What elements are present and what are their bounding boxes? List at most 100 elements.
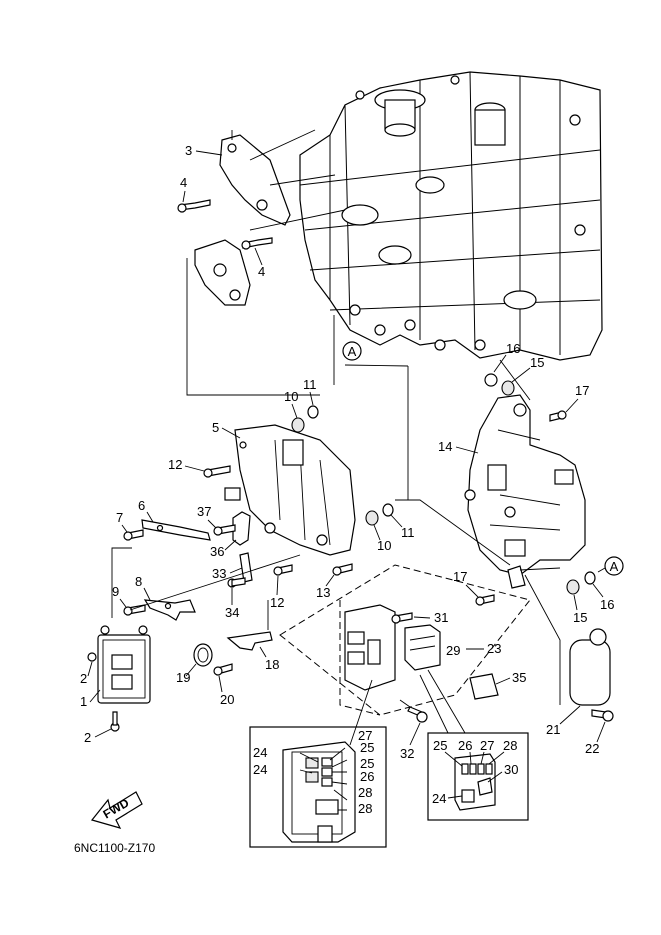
callout-13: 13: [316, 585, 330, 600]
callout-3: 3: [185, 143, 192, 158]
bolt-17-upper: [549, 410, 567, 422]
collar-16-upper: [484, 373, 498, 387]
callout-10: 10: [377, 538, 391, 553]
engine-block: [299, 71, 603, 361]
callout-15: 15: [573, 610, 587, 625]
callout-20: 20: [220, 692, 234, 707]
callout-22: 22: [585, 741, 599, 756]
dashed-group-23: [279, 564, 531, 716]
bolt-32: [407, 706, 428, 723]
callout-12: 12: [168, 457, 182, 472]
callout-32: 32: [400, 746, 414, 761]
callout-28: 28: [358, 801, 372, 816]
relay-19: [193, 643, 213, 667]
callout-2: 2: [80, 671, 87, 686]
bolt-7: [123, 529, 144, 541]
callout-28: 28: [358, 785, 372, 800]
callout-2: 2: [84, 730, 91, 745]
callout-25: 25: [360, 740, 374, 755]
grommet-15-lower: [566, 579, 580, 595]
callout-11: 11: [401, 525, 415, 540]
callout-31: 31: [434, 610, 448, 625]
grommet-10-upper: [291, 417, 305, 433]
bracket-3: [194, 130, 291, 306]
bolt-12-lower: [273, 564, 293, 576]
callout-4: 4: [258, 264, 265, 279]
bolt-34: [227, 577, 246, 588]
callout-11: 11: [303, 377, 317, 392]
fwd-arrow-icon: FWD: [90, 791, 143, 829]
callout-15: 15: [530, 355, 544, 370]
bolt-13: [332, 563, 353, 576]
callout-5: 5: [212, 420, 219, 435]
callout-33: 33: [212, 566, 226, 581]
callout-21: 21: [546, 722, 560, 737]
bracket-14: [464, 394, 586, 576]
callout-36: 36: [210, 544, 224, 559]
bolt-2-upper: [87, 652, 97, 662]
callout-labels: 1 2 2 3 4 4 5 6 7 8 9 10 10: [80, 143, 614, 816]
callout-25: 25: [360, 756, 374, 771]
clip-33: [239, 552, 253, 583]
callout-29: 29: [446, 643, 460, 658]
callout-7: 7: [116, 510, 123, 525]
ref-marker-label: A: [348, 344, 357, 359]
callout-4: 4: [180, 175, 187, 190]
callout-26: 26: [458, 738, 472, 753]
callout-12: 12: [270, 595, 284, 610]
bolt-12-upper: [203, 465, 231, 478]
callout-6: 6: [138, 498, 145, 513]
bolt-4-lower: [241, 237, 273, 250]
callout-17: 17: [453, 569, 467, 584]
callout-10: 10: [284, 389, 298, 404]
grommet-10-middle: [365, 510, 379, 526]
collar-11-upper: [307, 405, 319, 419]
component-21: [569, 628, 611, 706]
collar-11-middle: [382, 503, 394, 517]
callout-16: 16: [506, 341, 520, 356]
callout-18: 18: [265, 657, 279, 672]
ref-marker-a-lower: A: [604, 556, 624, 576]
callout-27: 27: [480, 738, 494, 753]
callout-27: 27: [358, 728, 372, 743]
ecu-1: [97, 625, 151, 704]
callout-28: 28: [503, 738, 517, 753]
callout-14: 14: [438, 439, 452, 454]
callout-1: 1: [80, 694, 87, 709]
bolt-31: [391, 612, 413, 624]
module-box-left: [344, 604, 396, 691]
callout-24: 24: [253, 745, 267, 760]
detail-box-left: [249, 726, 387, 848]
label-35: [469, 673, 499, 700]
callout-35: 35: [512, 670, 526, 685]
bracket-18: [226, 631, 273, 651]
callout-16: 16: [600, 597, 614, 612]
collar-16-lower: [584, 571, 596, 585]
callout-26: 26: [360, 769, 374, 784]
bolt-4-upper: [177, 199, 211, 213]
fuse-box-29: [404, 624, 441, 671]
bolt-9: [123, 604, 146, 616]
ref-marker-a-upper: A: [342, 341, 362, 361]
callout-23: 23: [487, 641, 501, 656]
callout-24: 24: [253, 762, 267, 777]
figure-code: 6NC1100-Z170: [74, 841, 155, 855]
callout-34: 34: [225, 605, 239, 620]
grommet-15-upper: [501, 380, 515, 396]
bracket-6: [141, 519, 211, 541]
bolt-22: [591, 709, 614, 722]
callout-25: 25: [433, 738, 447, 753]
callout-24: 24: [432, 791, 446, 806]
bolt-17-lower: [475, 594, 495, 606]
detail-box-right: [427, 732, 529, 821]
clamp-36: [232, 511, 251, 546]
callout-8: 8: [135, 574, 142, 589]
bolt-2-lower: [110, 711, 120, 732]
callout-19: 19: [176, 670, 190, 685]
callout-30: 30: [504, 762, 518, 777]
bolt-37: [213, 524, 236, 536]
bracket-5: [224, 424, 356, 556]
callout-9: 9: [112, 584, 119, 599]
bolt-20: [213, 663, 233, 676]
